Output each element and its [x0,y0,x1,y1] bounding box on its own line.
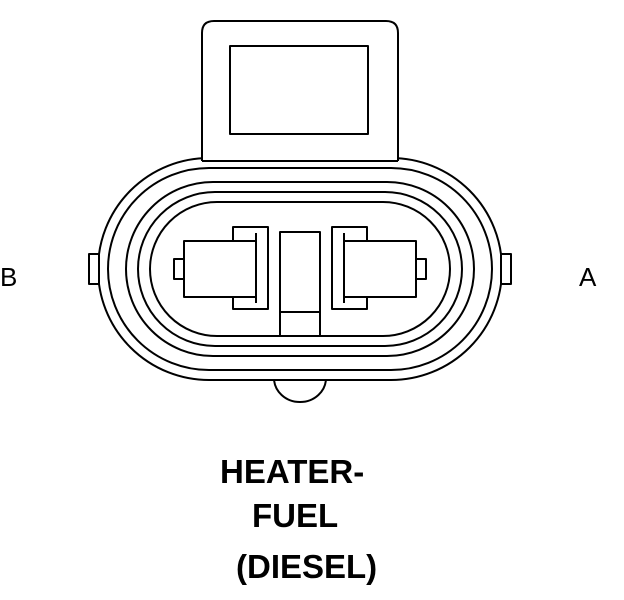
top-latch-window [229,45,369,135]
terminal-b-body [183,240,257,298]
right-side-tab [500,253,512,285]
center-key [279,231,321,337]
terminal-a-stub [415,258,427,280]
pin-label-b: B [0,262,18,292]
bottom-key-bump [273,377,327,403]
terminal-a [331,226,427,310]
housing-ring-4 [137,191,463,347]
caption-line-3: (DIESEL) [236,548,378,585]
left-side-tab [88,253,100,285]
terminal-b-stub [173,258,185,280]
housing-ring-3 [125,181,475,357]
housing-ring-2 [107,167,493,371]
pin-label-a: A [579,262,597,292]
top-latch [201,20,399,161]
terminal-a-body [343,240,417,298]
terminal-b [173,226,269,310]
caption-line-2: FUEL [252,497,339,534]
caption-line-1: HEATER- [220,453,365,490]
